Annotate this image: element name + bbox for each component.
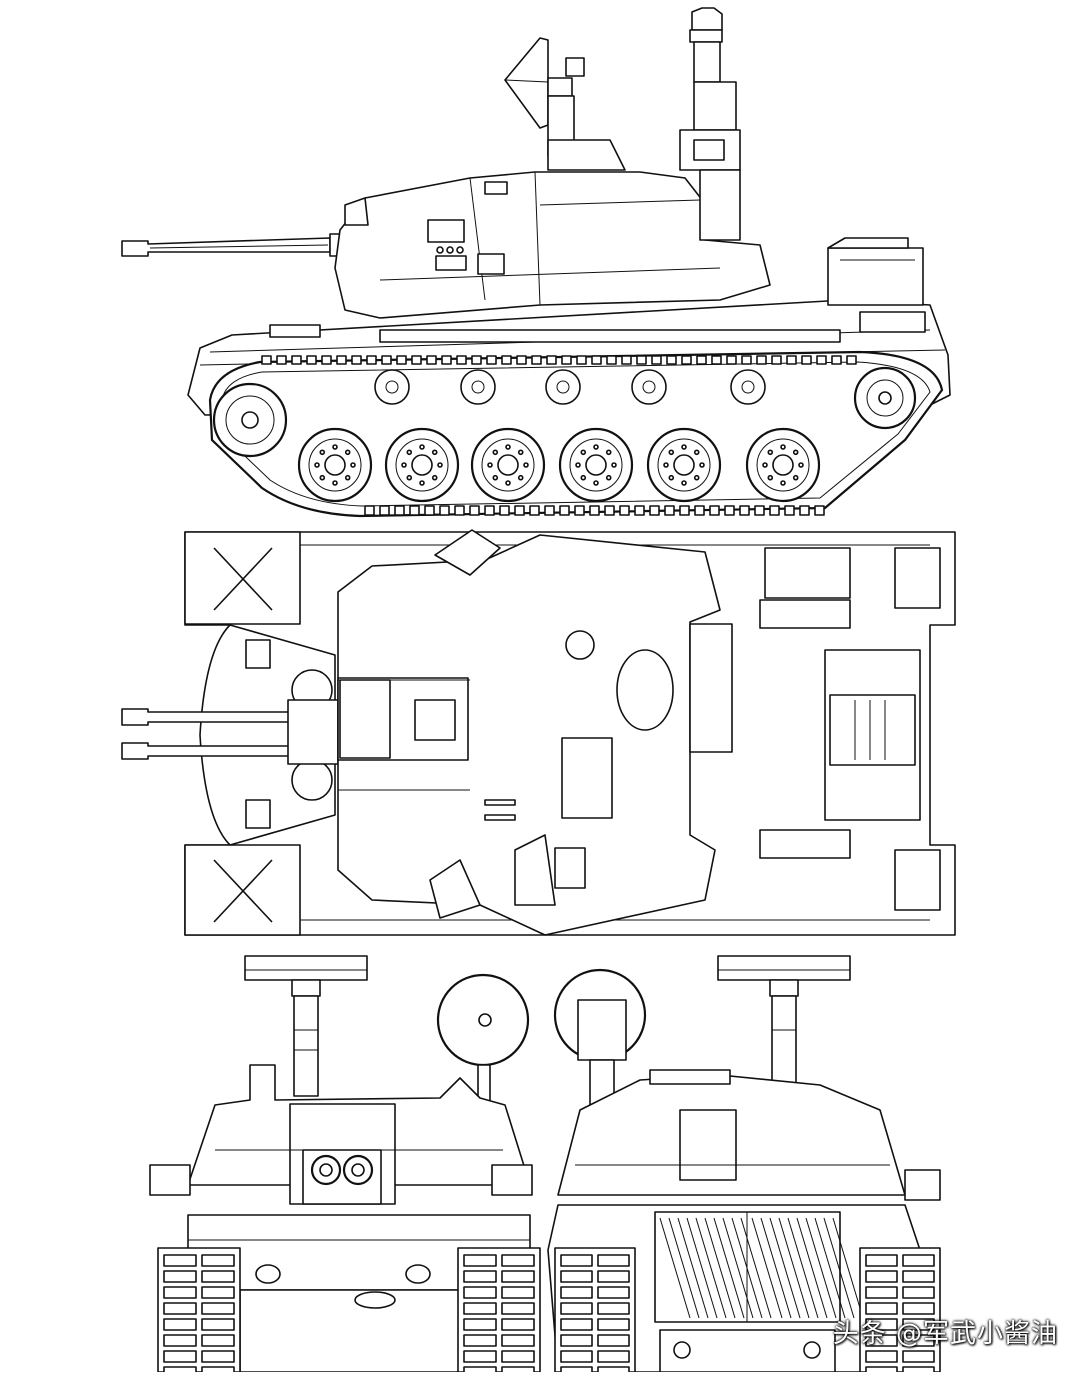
- rear-turret: [558, 1070, 940, 1200]
- side-periscope-mast: [680, 8, 740, 240]
- side-radar-dish: [505, 38, 625, 170]
- side-return-rollers: [375, 370, 765, 404]
- top-view: [122, 530, 955, 935]
- side-gun-barrel: [122, 234, 342, 256]
- front-radar-dish: [438, 975, 528, 1120]
- return-roller: [546, 370, 580, 404]
- return-roller: [375, 370, 409, 404]
- road-wheel: [560, 429, 632, 501]
- road-wheel: [648, 429, 720, 501]
- watermark-text: 头条 @军武小酱油: [832, 1319, 1058, 1349]
- road-wheel: [386, 429, 458, 501]
- front-track-right: [458, 1248, 540, 1377]
- rear-track-right: [860, 1248, 940, 1377]
- road-wheel: [747, 429, 819, 501]
- front-mast: [245, 956, 367, 1096]
- road-wheel: [299, 429, 371, 501]
- rear-view: [548, 956, 940, 1377]
- rear-track-left: [555, 1248, 635, 1377]
- road-wheel: [472, 429, 544, 501]
- rear-hull: [548, 1205, 920, 1372]
- front-track-left: [158, 1248, 240, 1377]
- side-idler-wheel: [214, 384, 286, 456]
- return-roller: [632, 370, 666, 404]
- side-turret: [335, 172, 770, 318]
- rear-mast: [718, 956, 850, 1096]
- front-view: [150, 956, 540, 1377]
- top-turret: [338, 530, 732, 935]
- return-roller: [461, 370, 495, 404]
- side-view: [122, 8, 950, 516]
- side-road-wheels: [299, 429, 819, 501]
- front-turret: [150, 1065, 532, 1204]
- return-roller: [731, 370, 765, 404]
- side-drive-sprocket: [855, 368, 915, 428]
